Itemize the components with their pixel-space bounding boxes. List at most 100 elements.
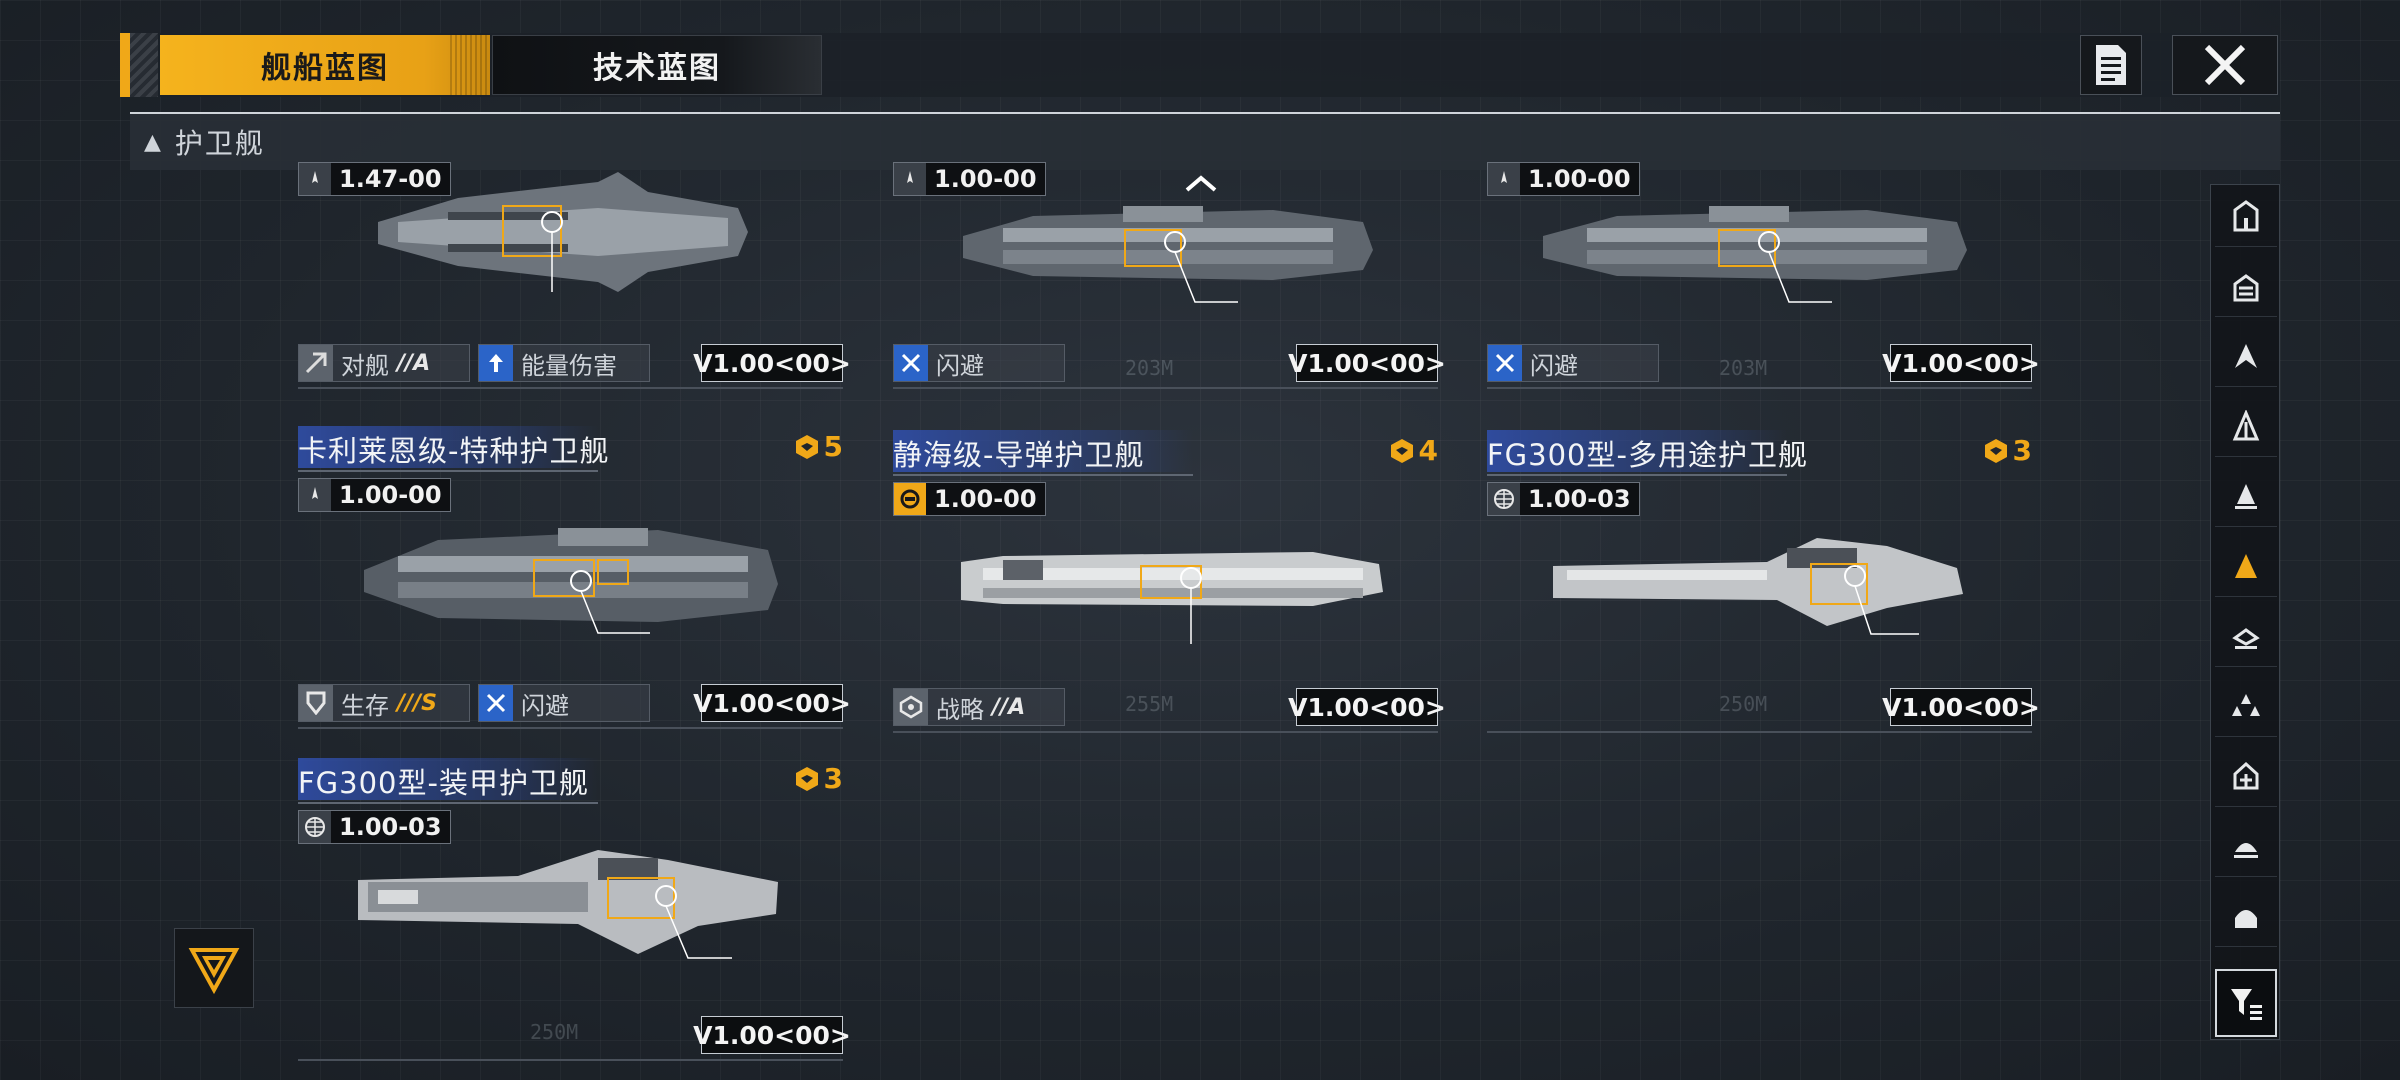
card-footer: 战略 //A V1.00<00> [893, 688, 1446, 733]
rail-class-3[interactable] [2215, 325, 2277, 387]
rank-badge: 3 [1983, 434, 2032, 467]
trait-grade: //A [992, 694, 1026, 720]
trait-label: 战略 [936, 695, 984, 724]
ship-name: 卡利莱恩级-特种护卫舰 [298, 434, 610, 468]
rail-class-5[interactable] [2215, 465, 2277, 527]
version-tag-value: 1.47-00 [339, 165, 442, 193]
card-footer: V1.00<00> [1487, 688, 2040, 733]
rail-class-7[interactable] [2215, 605, 2277, 667]
ship-image [1543, 206, 1967, 303]
rank-value: 3 [2012, 434, 2032, 467]
card-baseline [1487, 731, 2032, 733]
document-icon [2096, 45, 2126, 85]
version-button[interactable]: V1.00<00> [1882, 344, 2040, 382]
card-footer: 生存 ///S 闪避 V1.00<00> [298, 684, 851, 729]
rail-class-2[interactable] [2215, 255, 2277, 317]
ship-card-top-3[interactable]: 1.00-00 203M 闪避 V1.00<00> [1487, 156, 2040, 396]
version-button[interactable]: V1.00<00> [1288, 344, 1446, 382]
trait-strategy: 战略 //A [893, 688, 1065, 726]
trait-anti-ship: 对舰 //A [298, 344, 470, 382]
trait-grade: //A [397, 350, 431, 376]
rank-value: 5 [823, 430, 843, 463]
tab-tech-blueprint[interactable]: 技术蓝图 [492, 35, 822, 95]
frigate-class-icon-4 [2232, 409, 2260, 440]
title-bar [298, 758, 598, 800]
ship-card-top-2[interactable]: 1.00-00 203M 闪避 V1.00<00> [893, 156, 1446, 396]
evasion-icon [479, 685, 513, 721]
rail-class-6-active[interactable] [2215, 535, 2277, 597]
category-label: 护卫舰 [174, 127, 265, 160]
frigate-class-icon-3 [2235, 343, 2257, 368]
trait-label: 闪避 [521, 691, 569, 720]
ship-card-top-1[interactable]: 1.47-00 对舰 //A 能量伤害 V1.00<00> [298, 156, 851, 396]
frigate-class-icon-7 [2232, 627, 2260, 649]
ghost-length: 203M [1125, 356, 1174, 380]
ship-card-fg300-armor[interactable]: FG300型-装甲护卫舰 3 1.00-03 250M V1.00<00> [298, 758, 851, 1061]
ship-image [961, 552, 1383, 644]
trait-label: 对舰 [341, 351, 389, 380]
version-button[interactable]: V1.00<00> [693, 1016, 851, 1054]
energy-damage-icon [479, 345, 513, 381]
rail-class-10[interactable] [2215, 815, 2277, 877]
ship-card-kalirane[interactable]: 卡利莱恩级-特种护卫舰 5 1.00-00 生存 ///S 闪避 V1.00<0… [298, 426, 851, 729]
card-footer: 对舰 //A 能量伤害 V1.00<00> [298, 344, 851, 389]
trait-energy-damage: 能量伤害 [478, 344, 650, 382]
rail-class-9[interactable] [2215, 745, 2277, 807]
trait-evasion: 闪避 [478, 684, 650, 722]
ship-image [378, 172, 748, 292]
version-tag-value: 1.00-03 [1528, 485, 1631, 513]
header-divider [130, 112, 2280, 114]
faction-emblem-button[interactable] [174, 928, 254, 1008]
shield-icon [299, 685, 333, 721]
frigate-class-icon-10 [2234, 842, 2258, 858]
globe-icon [299, 811, 331, 843]
title-underline [893, 474, 1193, 476]
rank-badge: 5 [794, 430, 843, 463]
ship-card-fg300-multi[interactable]: FG300型-多用途护卫舰 3 1.00-03 250M V1.00<00> [1487, 430, 2040, 733]
anti-ship-icon [299, 345, 333, 381]
missile-icon [894, 163, 926, 195]
tab-ship-blueprint[interactable]: 舰船蓝图 [160, 35, 490, 95]
frigate-class-icon-5 [2235, 483, 2257, 509]
rail-class-1[interactable] [2215, 185, 2277, 247]
card-footer: 闪避 V1.00<00> [1487, 344, 2040, 389]
version-button[interactable]: V1.00<00> [693, 684, 851, 722]
ship-image [1553, 538, 1963, 635]
version-tag: 1.00-03 [298, 810, 451, 844]
version-button[interactable]: V1.00<00> [693, 344, 851, 382]
title-bar [893, 430, 1193, 472]
rank-badge: 3 [794, 762, 843, 795]
category-header-frigate[interactable]: ▲ 护卫舰 [130, 114, 2280, 170]
version-tag: 1.00-03 [1487, 482, 1640, 516]
rail-class-8[interactable] [2215, 675, 2277, 737]
version-button[interactable]: V1.00<00> [1882, 688, 2040, 726]
close-icon [2204, 44, 2246, 86]
ship-card-jinghai[interactable]: 静海级-导弹护卫舰 4 1.00-00 255M 战略 //A V1.00<00… [893, 430, 1446, 733]
document-button[interactable] [2080, 35, 2142, 95]
ship-name: FG300型-装甲护卫舰 [298, 766, 589, 800]
trait-survival: 生存 ///S [298, 684, 470, 722]
rank-badge: 4 [1389, 434, 1438, 467]
scroll-up-chevron-icon[interactable] [1183, 174, 1219, 194]
trait-evasion: 闪避 [1487, 344, 1659, 382]
rank-value: 4 [1418, 434, 1438, 467]
close-button[interactable] [2172, 35, 2278, 95]
trait-label: 闪避 [936, 351, 984, 380]
globe-icon [1488, 483, 1520, 515]
filter-button[interactable] [2215, 969, 2277, 1037]
version-tag-value: 1.00-00 [934, 485, 1037, 513]
ghost-length: 203M [1719, 356, 1768, 380]
version-tag: 1.00-00 [298, 478, 451, 512]
version-button[interactable]: V1.00<00> [1288, 688, 1446, 726]
title-bar [1487, 430, 1787, 472]
ghost-length: 255M [1125, 692, 1174, 716]
ship-name: FG300型-多用途护卫舰 [1487, 438, 1808, 472]
rail-class-4[interactable] [2215, 395, 2277, 457]
strategy-icon [894, 689, 928, 725]
rail-class-11[interactable] [2215, 885, 2277, 947]
trait-grade: ///S [397, 690, 437, 716]
collapse-triangle-icon: ▲ [144, 129, 161, 155]
rank-hex-icon [1390, 438, 1413, 463]
title-underline [298, 802, 598, 804]
rank-hex-icon [795, 766, 818, 791]
